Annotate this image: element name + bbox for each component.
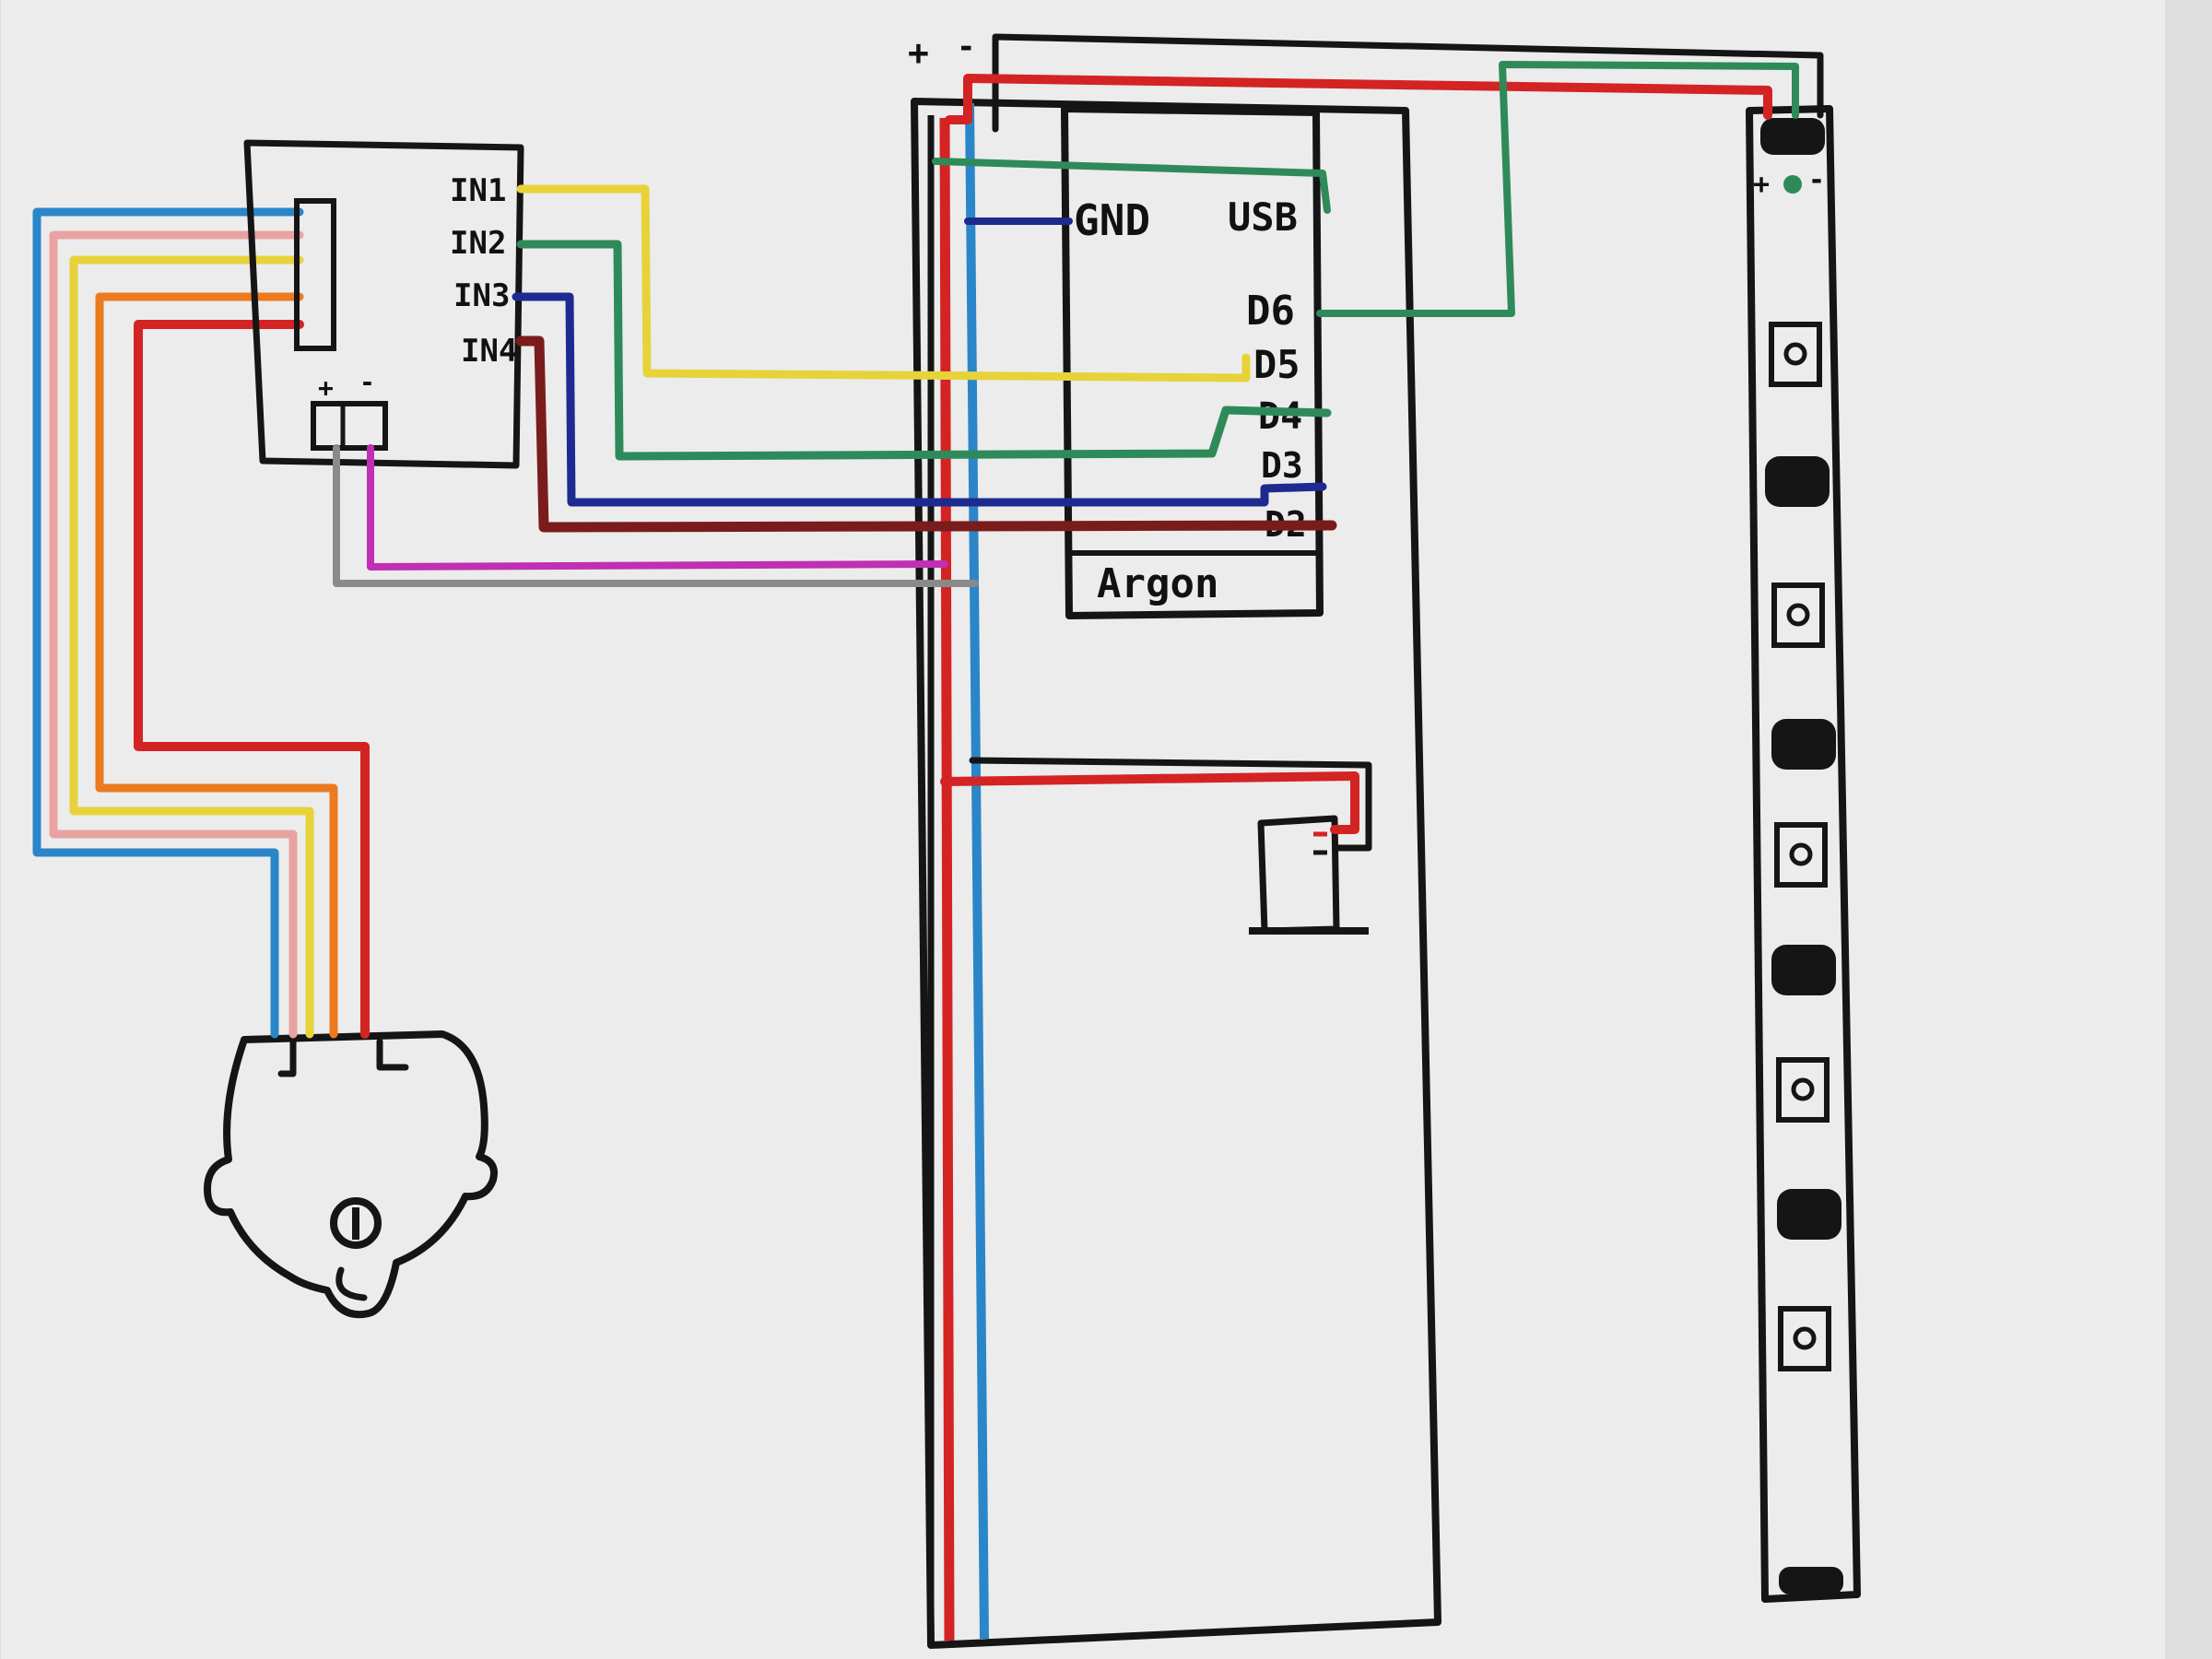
driver-power-header <box>311 401 388 451</box>
wire-driver-minus-to-rail <box>333 444 979 587</box>
wire-in1-to-d5 <box>516 184 1251 382</box>
rail-minus-label: - <box>957 29 975 65</box>
motor-wire-orange <box>95 292 338 1039</box>
button-wire-red <box>940 771 1359 834</box>
argon-pin-d3-label: D3 <box>1261 445 1303 486</box>
wire-in3-to-d3 <box>512 292 1327 507</box>
argon-outline <box>1061 105 1324 619</box>
motor-tab-left <box>277 1038 297 1077</box>
led-strip: + - <box>1746 105 1861 1603</box>
strip-pad <box>1760 118 1825 155</box>
button-wire-black <box>969 757 1372 852</box>
motor-ribbon-cable <box>32 207 370 1039</box>
strip-wires <box>945 33 1824 317</box>
driver-pin-in4-label: IN4 <box>461 333 517 370</box>
strip-minus-label: - <box>1808 164 1825 196</box>
led-chip <box>1774 822 1828 888</box>
rail-plus-label: + <box>908 32 929 73</box>
strip-pad <box>1771 945 1836 995</box>
led-chip <box>1776 1057 1830 1123</box>
wire-usb-power <box>932 158 1331 214</box>
wire-in2-to-d4 <box>516 240 1332 461</box>
led-strip-outline <box>1746 105 1861 1603</box>
argon-usb-label: USB <box>1228 194 1298 240</box>
stepper-motor <box>204 1030 498 1319</box>
driver-pin-in2-label: IN2 <box>450 225 506 262</box>
motor-wire-pink <box>49 230 304 1039</box>
driver-motor-connector <box>294 198 336 351</box>
motor-shaft-circle <box>330 1197 382 1249</box>
wire-driver-plus-to-rail <box>367 444 948 571</box>
motor-wire-yellow <box>69 255 314 1039</box>
driver-plus-label: + <box>318 372 334 403</box>
strip-data-dot <box>1783 175 1802 194</box>
argon-pin-d4-label: D4 <box>1258 395 1302 438</box>
argon-pin-d5-label: D5 <box>1253 342 1300 387</box>
motor-tab-right <box>376 1038 409 1071</box>
strip-pad <box>1765 456 1830 507</box>
driver-board: + - IN1 IN2 IN3 IN4 <box>243 139 524 469</box>
rail-positive <box>939 117 955 1641</box>
strip-pad <box>1777 1189 1841 1240</box>
wire-in4-to-d2 <box>515 335 1337 533</box>
motor-bottom-bump <box>335 1266 368 1301</box>
driver-pin-in1-label: IN1 <box>450 172 506 209</box>
argon-pin-d6-label: D6 <box>1246 288 1295 335</box>
signal-wires <box>333 158 1337 587</box>
argon-gnd-label: GND <box>1074 195 1150 245</box>
strip-wire-green-data <box>1316 61 1799 317</box>
strip-plus-label: + <box>1753 169 1770 201</box>
led-chip <box>1778 1306 1831 1371</box>
driver-pin-in3-label: IN3 <box>453 277 510 314</box>
argon-name-label: Argon <box>1097 560 1218 607</box>
driver-minus-label: - <box>359 367 375 397</box>
motor-wire-blue <box>32 207 304 1039</box>
driver-board-outline <box>243 139 524 469</box>
motor-wire-red <box>134 320 370 1039</box>
strip-wire-red <box>945 74 1772 124</box>
rail-negative <box>965 102 989 1640</box>
push-button <box>940 757 1372 935</box>
strip-pad <box>1779 1567 1843 1594</box>
breadboard-outline <box>911 98 1441 1649</box>
led-chip <box>1769 322 1822 387</box>
motor-body-outline <box>204 1030 498 1319</box>
strip-pad <box>1771 719 1836 770</box>
led-chip <box>1771 582 1825 648</box>
